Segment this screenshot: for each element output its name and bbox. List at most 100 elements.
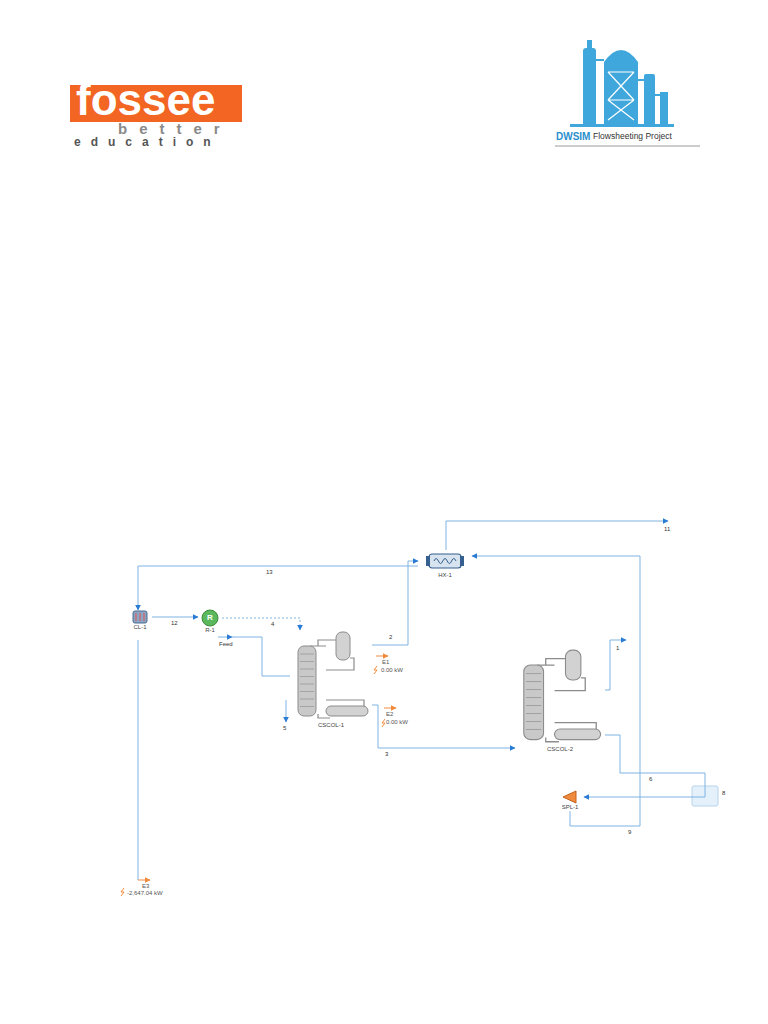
end-cap: [460, 556, 464, 566]
stream-line: [372, 705, 515, 748]
column-drawing: [298, 632, 368, 718]
unit-icon: [290, 630, 372, 722]
unit-icon: [132, 610, 148, 624]
stream-lines: [138, 521, 668, 880]
column-shape: [644, 74, 655, 126]
unit-name: HX-1: [438, 572, 452, 579]
stream-line: [472, 556, 640, 826]
energy-name: E1: [382, 659, 389, 666]
heat-exchanger: HX-1: [418, 550, 472, 579]
unit-graphic: [515, 648, 605, 746]
tower-lattice: [608, 72, 634, 120]
splitter-icon: [563, 791, 576, 803]
stream-name: 1: [616, 645, 619, 652]
logo-word: education: [74, 136, 221, 149]
tray-line: [526, 729, 541, 730]
stream-line: [222, 618, 300, 630]
unit-name: CSCOL-1: [318, 722, 344, 729]
energy-bolt: [374, 666, 377, 674]
unit-graphic: [562, 790, 578, 804]
tray-line: [300, 676, 314, 677]
stream-name: 9: [627, 829, 632, 836]
tray-line: [300, 661, 314, 662]
distillation-column: CSCOL-1: [290, 630, 372, 729]
feed-stream: [262, 637, 290, 676]
dwsim-pipes: [596, 60, 660, 95]
tray-line: [526, 681, 541, 682]
unit-graphic: [290, 630, 372, 722]
cooler-unit: CL-1: [128, 610, 152, 631]
cooler-body: [133, 611, 147, 623]
splitter-unit: SPL-1: [556, 790, 584, 811]
ground-bar: [570, 124, 674, 127]
reactor-unit: RR-1: [198, 609, 222, 634]
logo-rule: [555, 146, 700, 147]
column-icon: [298, 632, 368, 718]
unit-name: SPL-1: [562, 804, 579, 811]
unit-graphic: [132, 610, 148, 624]
stream-name: 2: [388, 634, 393, 641]
stream-1: [605, 640, 626, 690]
energy-arrow: [384, 708, 396, 709]
fin-line: [144, 613, 145, 621]
energy-bolt: [382, 719, 385, 727]
energy-value: -2,647.04 kW: [127, 890, 163, 897]
distillation-column: CSCOL-2: [515, 648, 605, 753]
reboiler-drum: [555, 729, 601, 740]
energy-name: E3: [142, 883, 149, 890]
energy-value: 0.00 kW: [381, 667, 403, 674]
stream-name: 11: [664, 526, 670, 533]
energy-arrows: [121, 656, 396, 896]
tube-coil: [434, 559, 456, 564]
energy-bolt: [121, 888, 124, 896]
energy-value: 0.00 kW: [386, 719, 408, 726]
unit-icon: [562, 790, 578, 804]
lattice-lines: [608, 72, 634, 120]
energy-name: E2: [386, 711, 393, 718]
unit-name: R-1: [205, 627, 215, 634]
unit-name: CSCOL-2: [547, 746, 573, 753]
stream-line: [152, 617, 198, 618]
unit-name: CL-1: [133, 624, 146, 631]
stream-name: 13: [265, 569, 274, 576]
unit-symbol: R: [201, 609, 219, 627]
stream-line: [372, 561, 418, 645]
reactor-icon: [202, 610, 218, 626]
stream-name: 8: [722, 790, 725, 797]
column-icon: [524, 650, 601, 742]
stream-11: [446, 521, 668, 550]
stream-line: [138, 566, 418, 610]
tray-line: [300, 684, 314, 685]
splitter-shape: [563, 791, 576, 803]
feed-line: [232, 637, 262, 638]
stream-name: 3: [384, 751, 389, 758]
tray-line: [300, 691, 314, 692]
unit-icon: R: [201, 609, 219, 627]
stream-name: 5: [283, 725, 286, 732]
reactor-circle: [202, 610, 218, 626]
dwsim-icon: [570, 40, 674, 127]
tray-line: [526, 713, 541, 714]
tray-line: [526, 697, 541, 698]
logo-title: DWSIM: [556, 131, 590, 142]
end-cap: [426, 556, 430, 566]
condenser-drum: [565, 650, 580, 680]
condenser-drum: [336, 632, 350, 660]
stream-name: Feed: [219, 641, 233, 648]
tray-line: [300, 706, 314, 707]
fin-line: [140, 613, 141, 621]
tray-line: [300, 654, 314, 655]
column-drawing: [524, 650, 601, 742]
logo-subtitle: Flowsheeting Project: [593, 132, 672, 141]
tower-shape: [604, 50, 638, 126]
shell-shape: [429, 554, 461, 568]
stream-name: 12: [170, 620, 179, 627]
column-top: [587, 40, 592, 50]
pipe-lines: [596, 60, 660, 95]
column-shell: [524, 665, 544, 740]
tray-line: [300, 699, 314, 700]
unit-graphic: [426, 550, 464, 572]
